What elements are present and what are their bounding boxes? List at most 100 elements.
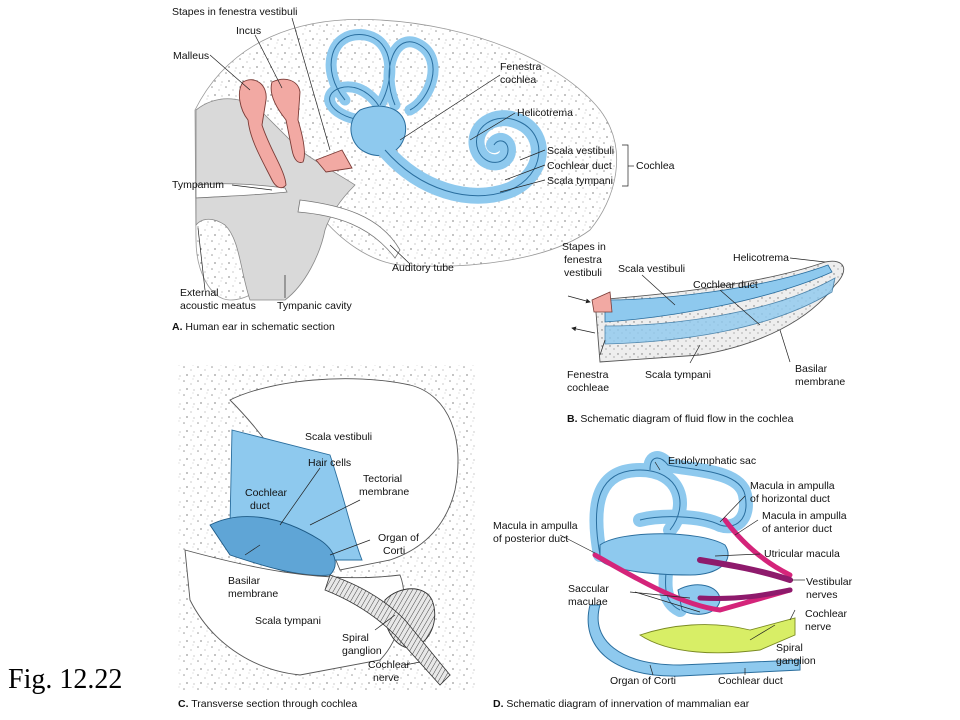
panel-b-letter: B. [567, 413, 578, 425]
outflow-arrow [571, 326, 596, 334]
panel-d-letter: D. [493, 698, 504, 710]
panel-a-caption: A. Human ear in schematic section [172, 321, 335, 333]
label-d-endolymphatic: Endolymphatic sac [668, 455, 756, 467]
label-b-basilar-1: Basilar [795, 363, 828, 375]
label-b-fenestra-1: Fenestra [567, 369, 609, 381]
label-d-vestibular-1: Vestibular [806, 576, 853, 588]
panel-d-innervation: Endolymphatic sac Macula in ampulla of h… [493, 451, 853, 710]
label-scala-tympani: Scala tympani [547, 175, 613, 187]
label-b-basilar-2: membrane [795, 376, 845, 388]
label-c-basilar-2: membrane [228, 588, 278, 600]
label-c-scala-tympani: Scala tympani [255, 615, 321, 627]
label-d-saccular-1: Saccular [568, 583, 609, 595]
panel-c-caption: C. Transverse section through cochlea [178, 698, 357, 710]
label-d-mac-horiz-2: of horizontal duct [750, 493, 830, 505]
label-d-saccular-2: maculae [568, 596, 608, 608]
label-incus: Incus [236, 25, 261, 37]
panel-d-leaders [559, 461, 805, 676]
label-fenestra-2: cochlea [500, 74, 536, 86]
label-malleus: Malleus [173, 50, 209, 62]
label-b-stapes-1: Stapes in [562, 241, 606, 253]
label-auditory-tube: Auditory tube [392, 262, 454, 274]
panel-a-leaders [197, 17, 634, 298]
spiral-ganglion-d [638, 617, 796, 654]
panel-b-fluid-flow: Stapes in fenestra vestibuli Scala vesti… [562, 241, 845, 425]
panel-b-caption-text: Schematic diagram of fluid flow in the c… [580, 413, 793, 425]
label-b-stapes-2: fenestra [564, 254, 602, 266]
label-b-fenestra-2: cochleae [567, 382, 609, 394]
panel-b-leaders [599, 257, 826, 364]
malleus-shape [238, 79, 287, 189]
label-b-helicotrema: Helicotrema [733, 252, 789, 264]
label-d-cochlear-nerve-2: nerve [805, 621, 831, 633]
stapes-b [591, 291, 613, 313]
stapes-shape [315, 149, 353, 173]
semicircular-canals-outline [329, 34, 434, 121]
label-d-utricular: Utricular macula [764, 548, 840, 560]
label-tympanic-cavity: Tympanic cavity [277, 300, 352, 312]
middle-ear-gray [195, 98, 356, 301]
cochlear-duct-channel [604, 277, 836, 345]
label-tympanum: Tympanum [172, 179, 224, 191]
label-c-cochlear-duct-2: duct [250, 500, 270, 512]
panel-a-letter: A. [172, 321, 183, 333]
label-stapes: Stapes in fenestra vestibuli [172, 6, 298, 18]
label-d-spiral-2: ganglion [776, 655, 816, 667]
label-d-cochlear-duct: Cochlear duct [718, 675, 783, 687]
panel-d-caption: D. Schematic diagram of innervation of m… [493, 698, 750, 710]
label-c-spiral-1: Spiral [342, 632, 369, 644]
label-d-spiral-1: Spiral [776, 642, 803, 654]
label-b-scala-vestibuli: Scala vestibuli [618, 263, 685, 275]
label-c-tectorial-1: Tectorial [363, 473, 402, 485]
cochlear-nerve-c [324, 574, 451, 686]
panel-b-caption: B. Schematic diagram of fluid flow in th… [567, 413, 794, 425]
cochlea-spiral-divider [384, 117, 540, 197]
label-c-hair-cells: Hair cells [308, 457, 351, 469]
label-d-cochlear-nerve-1: Cochlear [805, 608, 848, 620]
inflow-arrow [567, 295, 591, 304]
organ-of-corti [209, 516, 336, 576]
incus-shape [270, 78, 305, 163]
label-d-mac-ant-2: of anterior duct [762, 523, 832, 535]
label-helicotrema: Helicotrema [517, 107, 573, 119]
label-d-mac-horiz-1: Macula in ampulla [750, 480, 835, 492]
label-scala-vestibuli: Scala vestibuli [547, 145, 614, 157]
figure-number: Fig. 12.22 [8, 664, 123, 695]
panel-d-caption-text: Schematic diagram of innervation of mamm… [506, 698, 749, 710]
cochlear-duct-d [587, 604, 801, 677]
label-cochlea: Cochlea [636, 160, 675, 172]
panel-c-letter: C. [178, 698, 189, 710]
label-ext-meatus-1: External [180, 287, 219, 299]
labyrinth-canals-outline [595, 457, 747, 611]
label-c-scala-vestibuli: Scala vestibuli [305, 431, 372, 443]
label-ext-meatus-2: acoustic meatus [180, 300, 256, 312]
label-c-basilar-1: Basilar [228, 575, 261, 587]
external-canal [195, 183, 288, 199]
auditory-tube-outline [297, 199, 401, 259]
label-b-cochlear-duct: Cochlear duct [693, 279, 758, 291]
label-d-mac-ant-1: Macula in ampulla [762, 510, 847, 522]
label-b-stapes-3: vestibuli [564, 267, 602, 279]
vestibular-nerves [592, 517, 793, 613]
panel-c-leaders [244, 467, 421, 666]
label-c-tectorial-2: membrane [359, 486, 409, 498]
label-d-mac-post-2: of posterior duct [493, 533, 568, 545]
panel-c-caption-text: Transverse section through cochlea [191, 698, 357, 710]
label-c-spiral-2: ganglion [342, 645, 382, 657]
label-d-vestibular-2: nerves [806, 589, 838, 601]
panel-a-caption-text: Human ear in schematic section [185, 321, 335, 333]
label-fenestra-1: Fenestra [500, 61, 542, 73]
label-c-cochlear-nerve-1: Cochlear [368, 659, 411, 671]
label-b-scala-tympani: Scala tympani [645, 369, 711, 381]
scala-vestibuli-channel [604, 264, 833, 323]
panel-a-human-ear-section: Stapes in fenestra vestibuli Incus Malle… [172, 6, 675, 333]
label-cochlear-duct: Cochlear duct [547, 160, 612, 172]
label-c-organ-1: Organ of [378, 532, 419, 544]
label-c-organ-2: Corti [383, 545, 405, 557]
panel-c-transverse-section: Scala vestibuli Hair cells Cochlear duct… [178, 365, 476, 710]
label-d-mac-post-1: Macula in ampulla [493, 520, 578, 532]
label-d-organ-corti: Organ of Corti [610, 675, 676, 687]
label-c-cochlear-duct-1: Cochlear [245, 487, 288, 499]
label-c-cochlear-nerve-2: nerve [373, 672, 399, 684]
